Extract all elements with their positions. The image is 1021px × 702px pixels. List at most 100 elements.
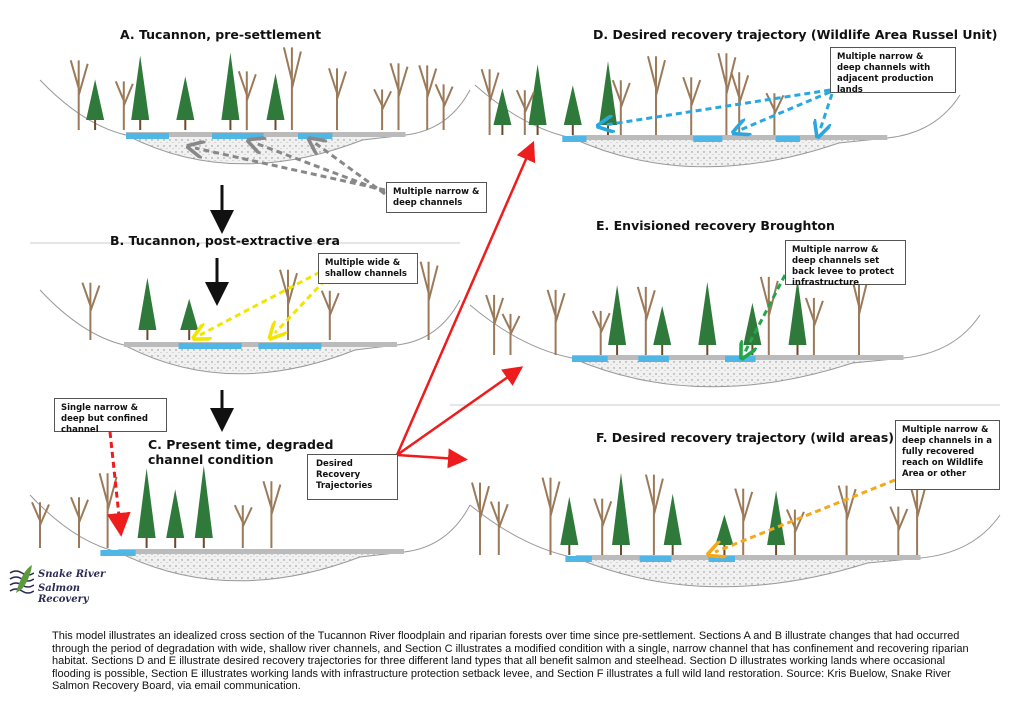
section-c-floodplain-surface [118,549,404,554]
callout-arrow-e [745,274,787,352]
section-f-deciduous-tree-icon [541,477,561,555]
section-a-deciduous-tree-icon [114,80,134,130]
section-f-deciduous-tree-icon [593,498,613,555]
section-a-ground [39,79,471,136]
section-e-deciduous-tree-icon [501,313,521,355]
section-b-conifer-tree-icon [138,277,157,330]
section-b-deciduous-tree-icon [279,269,298,340]
section-f-conifer-tree-icon [767,490,786,545]
section-e-deciduous-tree-icon [636,286,656,355]
panel-b-title: B. Tucannon, post-extractive era [110,233,340,248]
section-a-conifer-tree-icon [176,76,195,120]
section-d-conifer-tree-icon [528,64,547,125]
trajectories-label: Desired Recovery Trajectories [307,454,398,500]
section-c-conifer-tree-icon [194,465,213,538]
section-e-water-channel [725,356,756,362]
callout-c: Single narrow & deep but confined channe… [54,398,167,435]
section-f-deciduous-tree-icon [734,488,754,555]
section-e-deciduous-tree-icon [759,276,779,355]
section-e-conifer-tree-icon [653,305,672,345]
callout-arrow-d [605,88,831,125]
section-c-deciduous-tree-icon [98,472,118,548]
section-a-water-channel [212,133,264,139]
section-e-deciduous-tree-icon [591,310,611,355]
section-d-deciduous-tree-icon [611,79,631,135]
section-d-floodplain-sediment [571,137,888,168]
panel-c-title-line1: C. Present time, degraded [148,437,334,452]
section-e-conifer-tree-icon [608,284,627,345]
section-a-deciduous-tree-icon [418,65,438,130]
section-e-conifer-tree-icon [788,278,807,345]
section-e-conifer-tree-icon [743,302,762,345]
callout-b: Multiple wide & shallow channels [318,253,418,284]
section-f-deciduous-tree-icon [489,501,509,555]
section-a-deciduous-tree-icon [389,63,409,130]
section-a-deciduous-tree-icon [328,68,347,130]
section-f-deciduous-tree-icon [889,506,909,555]
section-f-water-channel [639,556,672,562]
section-e-deciduous-tree-icon [546,289,566,355]
section-c-water-channel [100,550,136,556]
section-a-conifer-tree-icon [266,73,285,120]
section-a-conifer-tree-icon [131,55,150,120]
section-e-ground [469,304,981,359]
section-d-conifer-tree-icon [599,61,617,125]
section-f-water-channel [708,556,735,562]
section-e-conifer-tree-icon [698,281,717,345]
panel-a-title: A. Tucannon, pre-settlement [120,27,322,42]
section-b-floodplain-sediment [123,344,398,375]
panel-c-title-line2: channel condition [148,452,274,467]
section-a-water-channel [298,133,333,139]
callout-a: Multiple narrow & deep channels [386,182,487,213]
section-d-deciduous-tree-icon [480,68,500,135]
panel-f-title: F. Desired recovery trajectory (wild are… [596,430,895,445]
section-f-floodplain-sediment [575,557,921,588]
section-b-ground [39,289,461,346]
section-d-floodplain-surface [572,135,888,140]
trajectory-arrow-e [396,366,524,457]
section-d-water-channel [562,136,587,142]
section-c-conifer-tree-icon [166,489,185,538]
section-e-water-channel [638,356,669,362]
section-a-deciduous-tree-icon [69,60,89,130]
section-d-deciduous-tree-icon [717,52,737,135]
section-d-water-channel [775,136,800,142]
section-c-deciduous-tree-icon [233,504,253,548]
section-d-deciduous-tree-icon [765,92,785,135]
section-e-deciduous-tree-icon [485,294,505,355]
callout-arrow-c [106,431,131,537]
callout-e: Multiple narrow & deep channels set back… [785,240,906,288]
section-d-water-channel [693,136,723,142]
section-d-deciduous-tree-icon [515,89,535,135]
section-a-conifer-tree-icon [86,79,105,120]
section-f-conifer-tree-icon [560,496,579,545]
panel-e-title: E. Envisioned recovery Broughton [596,218,835,233]
callout-arrow-a [255,143,386,194]
section-c-deciduous-tree-icon [262,480,282,548]
callout-arrow-b [275,278,327,333]
figure-caption: This model illustrates an idealized cros… [52,630,969,692]
logo-line1: Snake River [38,569,106,580]
section-b-deciduous-tree-icon [81,282,101,340]
section-b-conifer-tree-icon [180,298,199,330]
callout-arrow-f [715,478,896,552]
callout-arrow-a [315,143,386,196]
section-b-deciduous-tree-icon [320,290,340,340]
section-d-conifer-tree-icon [493,88,512,125]
callout-d: Multiple narrow & deep channels with adj… [830,47,956,95]
section-d-deciduous-tree-icon [682,76,702,135]
section-a-conifer-tree-icon [221,52,240,120]
section-a-deciduous-tree-icon [434,83,454,130]
section-c-deciduous-tree-icon [31,501,50,548]
trajectory-arrow-d [395,140,536,456]
section-b-water-channel [258,343,322,349]
section-e-water-channel [572,356,608,362]
section-c-floodplain-sediment [117,551,405,582]
section-c-deciduous-tree-icon [70,496,89,548]
panel-d-title: D. Desired recovery trajectory (Wildlife… [593,27,998,42]
callout-arrow-d [820,93,834,130]
trajectory-arrow-f [396,448,468,469]
section-c-ground [29,494,471,553]
